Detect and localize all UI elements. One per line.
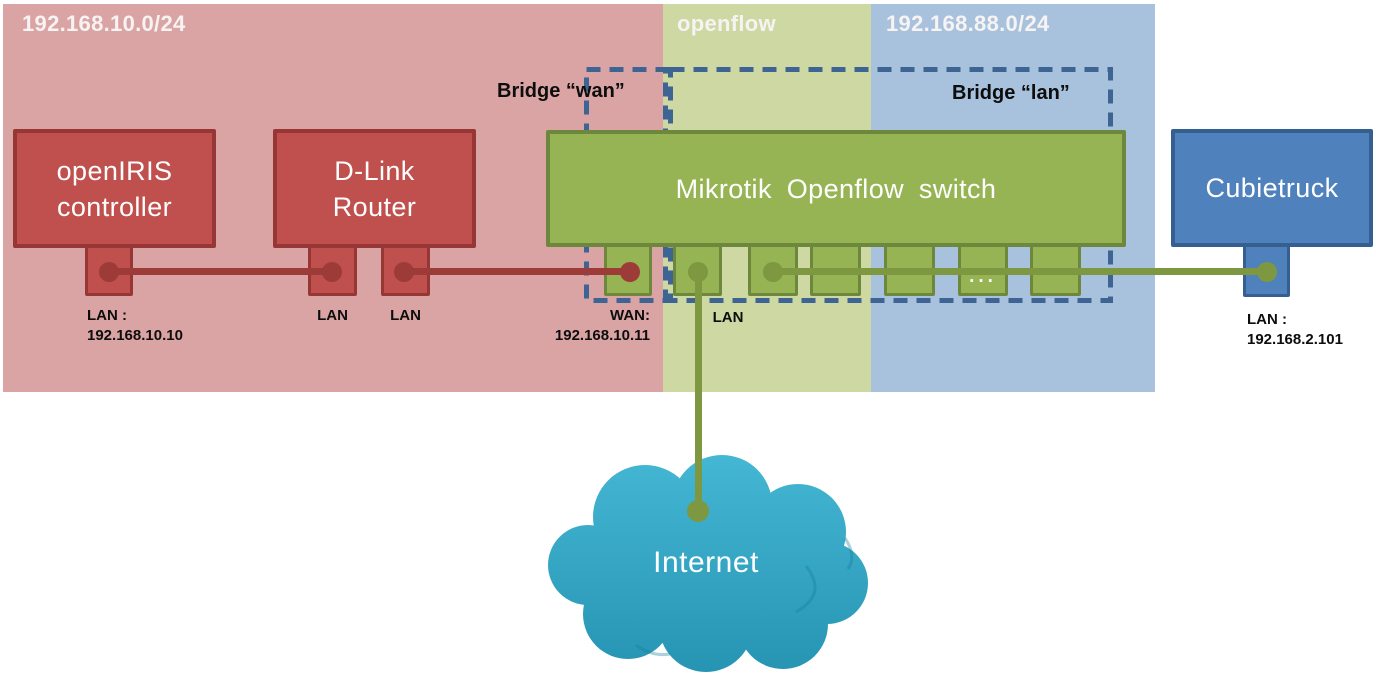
subnet-label-88: 192.168.88.0/24 bbox=[886, 11, 1050, 36]
port-3-connector bbox=[763, 262, 783, 282]
bridge-wan-label: Bridge “wan” bbox=[497, 80, 625, 102]
wan-port-connector bbox=[620, 262, 640, 282]
internet-label: Internet bbox=[653, 546, 759, 579]
mikrotik-box: Mikrotik Openflow switch bbox=[546, 130, 1126, 247]
cubietruck-title: Cubietruck bbox=[1205, 173, 1339, 203]
internet-cloud bbox=[548, 455, 868, 672]
openiris-port-label: LAN : 192.168.10.10 bbox=[87, 307, 183, 344]
cloud-crease-lines bbox=[635, 537, 854, 657]
dlink-port-1-connector bbox=[322, 262, 342, 282]
lan-port-label: LAN bbox=[712, 309, 744, 326]
link-switch-cubietruck bbox=[773, 268, 1267, 275]
dlink-port-1-label: LAN bbox=[317, 307, 348, 324]
mikrotik-title: Mikrotik Openflow switch bbox=[675, 173, 997, 204]
cubietruck-port-connector bbox=[1257, 262, 1277, 282]
dlink-title: D-Link Router bbox=[332, 155, 417, 222]
dlink-port-2-label: LAN bbox=[390, 307, 421, 324]
openiris-box: openIRIS controller bbox=[13, 129, 216, 248]
dlink-port-2-connector bbox=[394, 262, 414, 282]
openiris-title: openIRIS controller bbox=[56, 155, 173, 222]
link-openiris-dlink bbox=[109, 268, 332, 275]
subnet-label-10: 192.168.10.0/24 bbox=[22, 11, 186, 36]
link-lan-internet bbox=[695, 272, 702, 512]
cubietruck-box: Cubietruck bbox=[1171, 129, 1373, 247]
cubietruck-port-label: LAN : 192.168.2.101 bbox=[1247, 311, 1343, 348]
subnet-label-openflow: openflow bbox=[677, 11, 776, 36]
link-dlink-wan bbox=[404, 268, 630, 275]
openiris-port-connector bbox=[99, 262, 119, 282]
mikrotik-ports-ellipsis: ... bbox=[969, 266, 997, 287]
internet-connector bbox=[687, 500, 709, 522]
wan-port-label: WAN: 192.168.10.11 bbox=[554, 307, 650, 344]
lan-port-connector bbox=[688, 262, 708, 282]
bridge-lan-label: Bridge “lan” bbox=[952, 82, 1070, 104]
dlink-box: D-Link Router bbox=[273, 129, 476, 248]
